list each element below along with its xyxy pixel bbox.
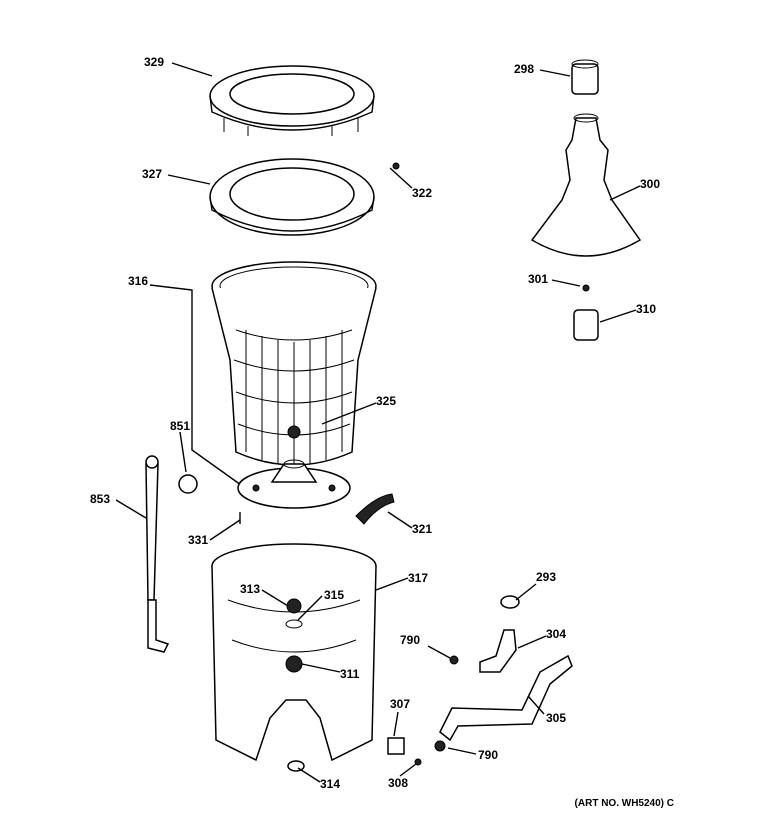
basket-hub-part [209,459,351,541]
agitator-assembly-part [530,59,642,341]
hose-tube-parts [115,431,198,653]
lint-filter-part [355,493,413,529]
callout-327: 327 [142,167,163,181]
callout-314: 314 [320,777,341,791]
callout-310: 310 [636,302,657,316]
callout-301: 301 [528,272,549,286]
callout-790-upper: 790 [400,633,421,647]
callout-313: 313 [240,582,261,596]
callout-325: 325 [376,394,397,408]
callout-308: 308 [388,776,409,790]
callout-322: 322 [412,186,433,200]
drain-hose-parts [387,583,573,777]
callout-293: 293 [536,570,557,584]
wash-basket-part [149,261,377,491]
callout-329: 329 [144,55,165,69]
callout-853: 853 [90,492,111,506]
callout-315: 315 [324,588,345,602]
callout-790-lower: 790 [478,748,499,762]
callout-316: 316 [128,274,149,288]
art-number-label: (ART NO. WH5240) C [574,798,674,809]
callout-851: 851 [170,419,191,433]
callout-331: 331 [188,533,209,547]
callout-311: 311 [340,667,360,681]
callout-305: 305 [546,711,567,725]
callout-317: 317 [408,571,429,585]
callout-298: 298 [514,62,535,76]
callout-321: 321 [412,522,433,536]
callout-304: 304 [546,627,567,641]
tub-cover-part [171,62,375,136]
outer-tub-part [211,543,409,783]
callout-300: 300 [640,177,661,191]
callout-307: 307 [390,697,411,711]
tub-ring-part [167,158,413,236]
